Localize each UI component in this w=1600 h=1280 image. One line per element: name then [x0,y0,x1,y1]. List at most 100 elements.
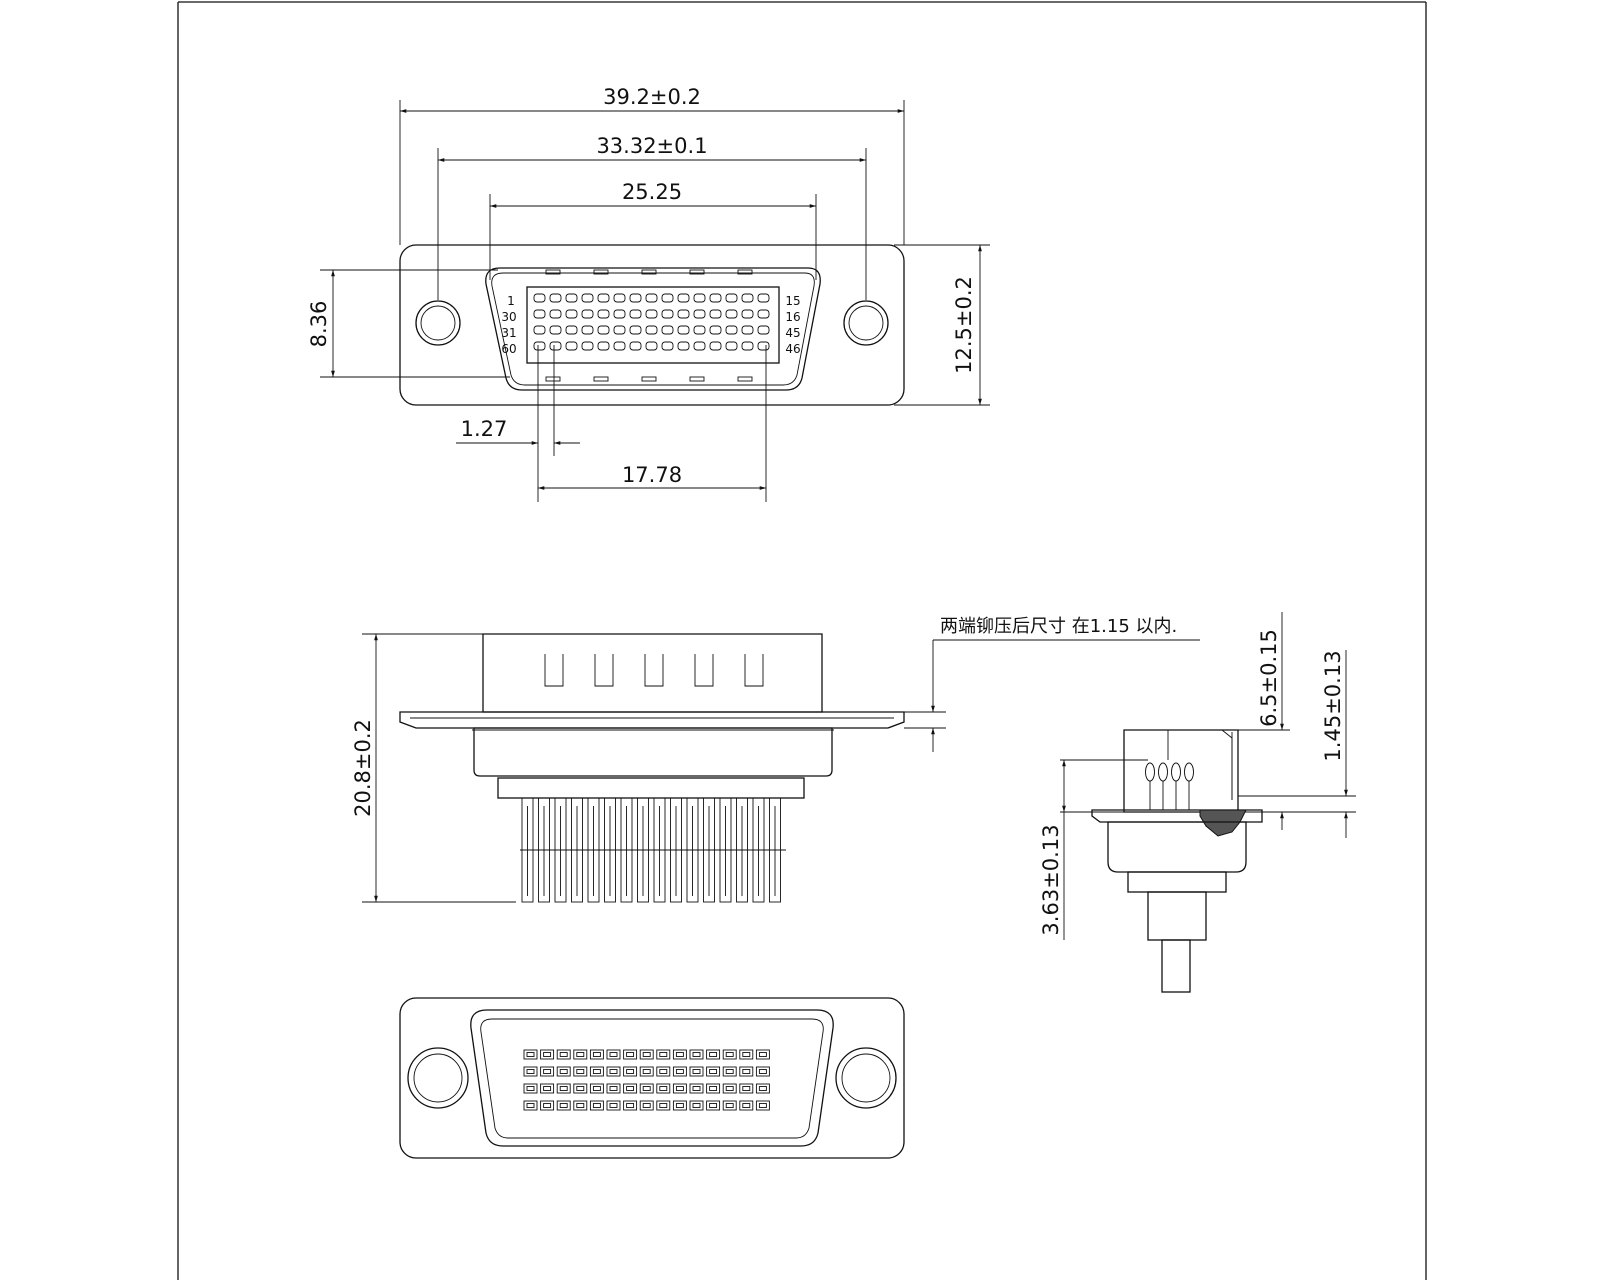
rear-contact [556,1083,571,1094]
rear-contact [755,1100,770,1111]
contact-pin [725,325,738,335]
contact-pin [581,325,594,335]
rear-contact-hole [642,1069,651,1074]
pin-label-31: 31 [501,326,516,340]
contact-pin [613,309,626,319]
pin-label-1: 1 [507,294,515,308]
contact-pin [677,293,690,303]
rear-contact [639,1100,654,1111]
pin-label-30: 30 [501,310,516,324]
rear-contact [606,1083,621,1094]
rear-contact-hole [543,1052,552,1057]
crimp-note: 两端铆压后尺寸 在1.15 以内. [904,616,1200,752]
side-view [399,633,905,903]
rear-contact [523,1100,538,1111]
dim-pin-span: 17.78 [537,345,767,502]
shell-notch [641,269,657,275]
contact-pin [741,341,754,351]
dim-overall-length: 20.8±0.2 [351,633,516,903]
mount-hole-right [843,300,889,346]
rear-contact-hole [559,1103,568,1108]
rear-contact-hole [659,1069,668,1074]
shell-notch [545,269,561,275]
rear-contact [706,1049,721,1060]
rear-contact [639,1049,654,1060]
rear-contact [722,1083,737,1094]
rear-contact-hole [592,1086,601,1091]
contact-pin [709,309,722,319]
rear-hole-left [407,1047,469,1109]
svg-text:25.25: 25.25 [622,180,682,204]
rear-contact [672,1066,687,1077]
contact-pin [549,293,562,303]
rear-contact-hole [642,1103,651,1108]
contact-pin [565,309,578,319]
contact-pin [565,325,578,335]
rear-contact [739,1066,754,1077]
contact-pin [581,309,594,319]
rear-contact [639,1066,654,1077]
rear-contact [739,1083,754,1094]
dim-pin-pitch: 1.27 [456,345,580,456]
shell-notch [689,269,705,275]
contact-pin [757,309,770,319]
rear-contact-hole [725,1052,734,1057]
contact-pin [597,309,610,319]
contact-pin [549,325,562,335]
rear-contact [589,1066,604,1077]
shell-notch [593,376,609,382]
dim-overall-width: 39.2±0.2 [399,85,905,245]
rear-contact [672,1100,687,1111]
rear-contact [623,1100,638,1111]
rear-contact [755,1049,770,1060]
dim-flange-thickness: 1.45±0.13 [1238,650,1356,838]
dim-mount-pitch: 33.32±0.1 [437,134,867,300]
rear-contact-hole [642,1086,651,1091]
rear-contact [656,1100,671,1111]
contact-pin [581,341,594,351]
rear-contact [722,1049,737,1060]
rear-contact-hole [725,1069,734,1074]
rear-contact [656,1049,671,1060]
dim-tail-length: 3.63±0.13 [1039,759,1148,940]
rear-contact [540,1049,555,1060]
contact-pin [613,293,626,303]
rear-contact [589,1100,604,1111]
contact-pin [629,293,642,303]
contact-pin [741,309,754,319]
contact-pin [629,325,642,335]
section-contact [1145,762,1155,782]
svg-text:3.63±0.13: 3.63±0.13 [1039,824,1063,935]
contact-pin [581,293,594,303]
rear-contact-hole [526,1069,535,1074]
rear-contact-hole [709,1103,718,1108]
pin-label-60: 60 [501,342,516,356]
shell-slot [594,654,614,687]
rear-contact-hole [692,1103,701,1108]
shell-slot [544,654,564,687]
svg-text:8.36: 8.36 [307,301,331,348]
contact-pin [549,309,562,319]
shell-slot [694,654,714,687]
rear-contact-hole [742,1086,751,1091]
svg-text:1.45±0.13: 1.45±0.13 [1321,650,1345,761]
rear-contact-hole [642,1052,651,1057]
rear-contact [755,1083,770,1094]
contact-pin [549,341,562,351]
shell-slot [744,654,764,687]
rear-contact-hole [758,1103,767,1108]
contact-pin [645,325,658,335]
contact-pin [645,309,658,319]
rear-contact [573,1100,588,1111]
pin-label-16: 16 [785,310,800,324]
contact-pin [693,293,706,303]
rear-contact-hole [576,1052,585,1057]
contact-pin [661,293,674,303]
contact-pin [533,341,546,351]
shell-slot [644,654,664,687]
svg-text:12.5±0.2: 12.5±0.2 [952,276,976,374]
contact-pin [693,325,706,335]
contact-pin [757,293,770,303]
rear-view [399,997,905,1159]
